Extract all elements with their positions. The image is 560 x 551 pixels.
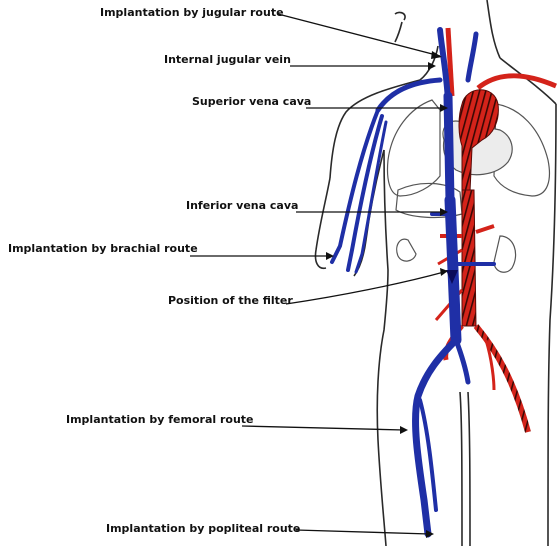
iliac-artery-right xyxy=(476,326,528,432)
label-brachial-route: Implantation by brachial route xyxy=(8,242,198,255)
renal-artery-right xyxy=(476,226,494,232)
leader-popliteal xyxy=(296,530,430,534)
labels: Implantation by jugular route Internal j… xyxy=(8,6,311,535)
label-filter-position: Position of the filter xyxy=(168,294,293,307)
descending-aorta xyxy=(462,190,476,326)
leader-filter xyxy=(286,272,444,304)
leader-femoral xyxy=(242,426,404,430)
right-kidney xyxy=(494,236,516,272)
right-jugular-vein xyxy=(468,34,476,80)
subclavian-artery xyxy=(478,76,556,88)
inner-leg-right xyxy=(468,392,470,546)
leader-jugular xyxy=(278,14,440,56)
neck-right xyxy=(487,0,500,58)
left-kidney xyxy=(397,239,416,261)
inner-leg xyxy=(460,392,462,546)
label-femoral-route: Implantation by femoral route xyxy=(66,413,254,426)
label-superior-vena-cava: Superior vena cava xyxy=(192,95,311,108)
left-shoulder xyxy=(330,80,420,178)
label-jugular-route: Implantation by jugular route xyxy=(100,6,284,19)
torso-left xyxy=(377,150,388,546)
label-internal-jugular-vein: Internal jugular vein xyxy=(164,53,291,66)
label-inferior-vena-cava: Inferior vena cava xyxy=(186,199,298,212)
arrowhead-filter xyxy=(440,268,448,276)
iliac-vein-right xyxy=(456,340,468,382)
left-lung xyxy=(388,100,441,196)
arrowhead-femoral xyxy=(400,426,408,434)
label-popliteal-route: Implantation by popliteal route xyxy=(106,522,300,535)
subclavian-vein xyxy=(378,80,440,110)
leader-lines xyxy=(190,14,444,534)
superior-vena-cava-vessel xyxy=(448,96,450,200)
chin-outline xyxy=(395,12,405,42)
